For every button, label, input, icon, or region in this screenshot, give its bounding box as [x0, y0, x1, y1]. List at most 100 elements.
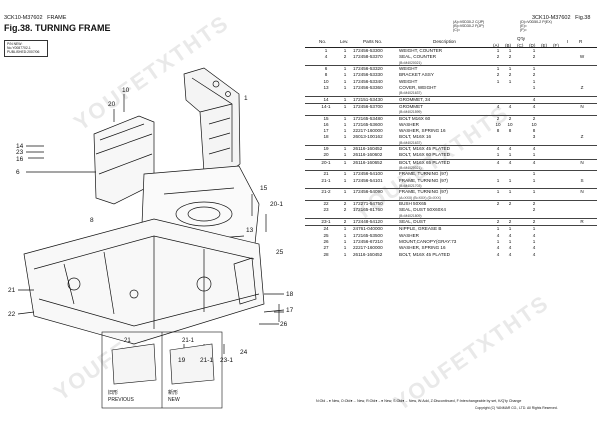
cell-a: 1 [496, 78, 500, 84]
cell-d: 3 [532, 134, 536, 140]
cell-b: 4 [508, 103, 512, 109]
row-serial-note: (B=M4021599) [305, 110, 597, 114]
cell-no: 25 [323, 232, 329, 238]
row-serial-note: (A=XXX) (B=XXX) (D=XXX) [305, 196, 597, 200]
cell-a: 2 [496, 72, 500, 78]
info-box: P/N NEW: No.Y0087702-1 PUBLISHED:2007/06 [4, 40, 48, 57]
cell-part: 26116-160652 [353, 159, 383, 165]
note-text: (B=M4021637) [399, 140, 422, 145]
cell-part: 172456-53700 [353, 103, 383, 109]
serial-d: (D)=V0D50-2 P(EX) [520, 20, 552, 24]
cell-d: 2 [532, 219, 536, 225]
cell-a: 8 [496, 128, 500, 134]
cell-b: 2 [508, 72, 512, 78]
col-desc: Description [433, 39, 456, 44]
cell-d: 4 [532, 251, 536, 257]
cell-part: 22217-160000 [353, 128, 383, 134]
cell-desc: COVER, WEIGHT [399, 84, 437, 90]
callout: 21-1 [200, 357, 213, 364]
watermark: YOUFETXTHTS [389, 289, 554, 416]
cell-part: 172456-54101 [353, 177, 383, 183]
callout: 15 [260, 185, 268, 192]
cell-lev: 1 [343, 121, 347, 127]
callout: 19 [178, 357, 186, 364]
cell-part: 172165-53480 [353, 115, 383, 121]
cell-desc: WASHER, SPRING 16 [399, 245, 446, 251]
cell-part: 172456-53300 [353, 48, 383, 53]
cell-desc: WEIGHT, COUNTER [399, 48, 443, 53]
cell-desc: BOLT, M16X 65 PLATED [399, 159, 450, 165]
cell-part: 26116-160602 [353, 152, 383, 158]
cell-a: 2 [496, 115, 500, 121]
callout: 13 [246, 227, 254, 234]
callout: 8 [90, 217, 94, 224]
cell-d: 2 [532, 201, 536, 207]
cell-b: 10 [507, 121, 513, 127]
cell-a: 1 [496, 189, 500, 195]
cell-lev: 1 [343, 48, 347, 53]
cell-a: 4 [496, 245, 500, 251]
page-title: Fig.38. TURNING FRAME [4, 23, 111, 33]
note-text: (B=M4020021) [399, 60, 422, 65]
note-text: (B=M4021637) [399, 91, 422, 96]
cell-no: 1 [324, 48, 328, 53]
cell-lev: 1 [343, 189, 347, 195]
cell-lev: 1 [343, 232, 347, 238]
cell-b: 4 [508, 146, 512, 152]
note-text: (B=M4021809) [399, 213, 422, 218]
cell-b: 2 [508, 201, 512, 207]
col-e: (E) [541, 43, 548, 48]
col-lev: Lev. [340, 39, 349, 44]
cell-part: 26116-160452 [353, 251, 383, 257]
cell-lev: 1 [343, 72, 347, 78]
serial-a: (A)=V0D30-2 C(JP) [453, 20, 485, 24]
col-no: No. [319, 39, 327, 44]
callout: 17 [286, 307, 294, 314]
cell-lev: 1 [343, 65, 347, 71]
cell-desc: GROMMET [399, 103, 423, 109]
change-legend: N:Old→● New, O:Old●→ New, R:Old●→● New, … [316, 399, 522, 403]
cell-desc: WASHER, SPRING 16 [399, 128, 446, 134]
cell-desc: BRACKET ASSY [399, 72, 434, 78]
cell-part: 26013-100162 [353, 134, 383, 140]
cell-a: 4 [496, 103, 500, 109]
cell-a: 1 [496, 226, 500, 232]
cell-part: 172456-53360 [353, 84, 383, 90]
cell-lev: 2 [343, 54, 347, 60]
serial-c: (C)= [453, 28, 461, 33]
cell-part: 172456-53320 [353, 65, 383, 71]
inset-right-label-jp: 新形 [168, 389, 178, 396]
cell-no: 22 [323, 201, 329, 207]
section-code: 3CK10-M37602 [4, 15, 43, 21]
row-serial-note: (B=M4021703) [305, 184, 597, 188]
col-qty: Q'ty [517, 36, 526, 41]
right-code: 3CK10-M37602 [532, 15, 571, 21]
cell-no: 21 [323, 171, 329, 177]
cell-lev: 1 [343, 177, 347, 183]
cell-part: 172165-53600 [353, 121, 383, 127]
cell-desc: WASHER [399, 121, 419, 127]
cell-d: 1 [532, 152, 536, 158]
cell-lev: 2 [343, 207, 347, 213]
cell-b: 4 [508, 232, 512, 238]
cell-desc: FRAME, TURNING (97) [399, 171, 448, 177]
inset-left-label: PREVIOUS [108, 397, 135, 403]
cell-d: 1 [532, 226, 536, 232]
callout: 10 [122, 87, 130, 94]
info-published: PUBLISHED:2007/06 [7, 50, 40, 55]
cell-b: 2 [508, 219, 512, 225]
exploded-diagram: 21 21-1 旧形 PREVIOUS 新形 NEW 14 23 16 6 10… [8, 67, 294, 409]
cell-part: 172456-54090 [353, 189, 383, 195]
cell-lev: 2 [343, 201, 347, 207]
cell-lev: 1 [343, 134, 347, 140]
